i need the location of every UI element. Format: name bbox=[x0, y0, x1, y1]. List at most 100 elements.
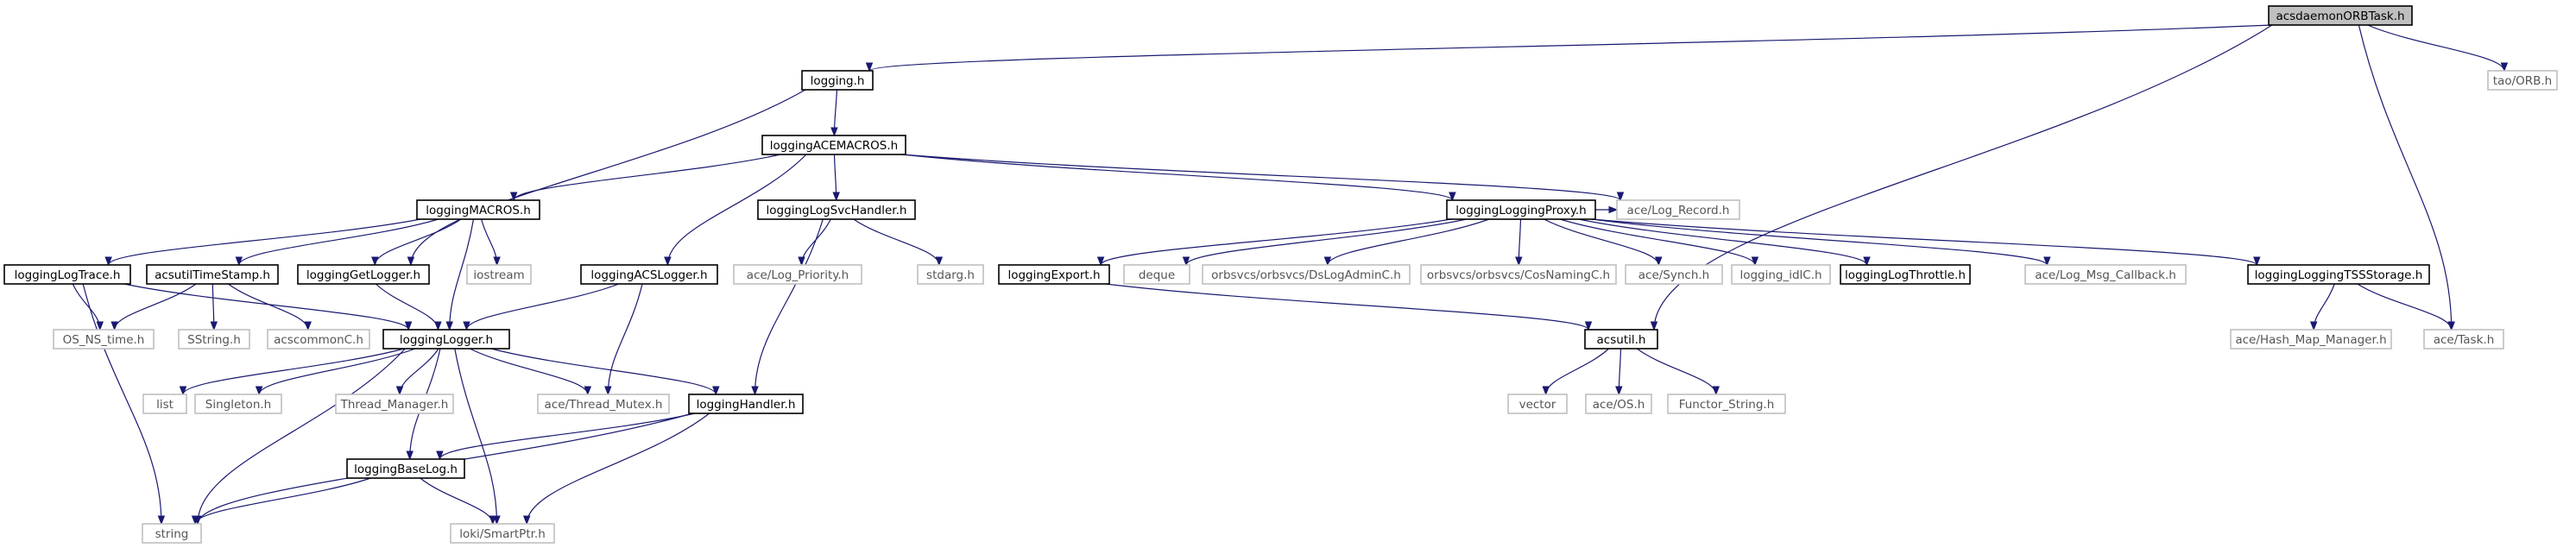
node-label-singleton: Singleton.h bbox=[205, 398, 271, 412]
node-deque: deque bbox=[1123, 264, 1190, 285]
node-label-dslog: orbsvcs/orbsvcs/DsLogAdminC.h bbox=[1211, 268, 1401, 282]
node-box-logpriority bbox=[733, 264, 862, 285]
node-box-dslog bbox=[1202, 264, 1411, 285]
edge-svchandler-to-logpriority bbox=[800, 218, 831, 266]
edge-macros-to-getlogger bbox=[374, 218, 462, 266]
node-label-acsutil: acsutil.h bbox=[1597, 333, 1646, 347]
arrowhead-proxy-to-deque bbox=[1182, 256, 1190, 267]
arrowhead-acemacros-to-svchandler bbox=[832, 192, 840, 202]
node-threadmgr: Thread_Manager.h bbox=[335, 394, 454, 414]
node-root[interactable]: acsdaemonORBTask.h bbox=[2268, 5, 2413, 26]
arrowhead-proxy-to-cosnaming bbox=[1515, 256, 1523, 267]
arrowhead-svchandler-to-logpriority bbox=[798, 256, 805, 267]
node-label-osns: OS_NS_time.h bbox=[63, 333, 145, 347]
edge-handler-to-baselog bbox=[439, 413, 696, 460]
arrowhead-macros-to-getlogger bbox=[371, 256, 379, 267]
node-box-export bbox=[998, 264, 1110, 285]
arrowhead-logger-to-handler bbox=[712, 386, 720, 396]
edge-baselog-to-string bbox=[194, 477, 371, 525]
node-taoorb: tao/ORB.h bbox=[2487, 70, 2558, 91]
arrowhead-getlogger-to-logger bbox=[434, 321, 442, 331]
node-label-acscommon: acscommonC.h bbox=[274, 333, 363, 347]
node-stdarg: stdarg.h bbox=[917, 264, 984, 285]
arrowhead-baselog-to-string bbox=[191, 515, 199, 526]
edge-svchandler-to-stdarg bbox=[853, 218, 940, 266]
node-logger[interactable]: loggingLogger.h bbox=[382, 329, 510, 350]
edge-proxy-to-tss bbox=[1591, 218, 2257, 266]
edge-baselog-to-smartptr bbox=[420, 477, 494, 525]
node-acemacros[interactable]: loggingACEMACROS.h bbox=[761, 135, 906, 155]
node-box-getlogger bbox=[297, 264, 430, 285]
edges-layer bbox=[72, 24, 2509, 526]
node-label-vector: vector bbox=[1519, 398, 1556, 412]
node-label-svchandler: loggingLogSvcHandler.h bbox=[767, 204, 907, 217]
node-box-msgcallback bbox=[2024, 264, 2187, 285]
node-export[interactable]: loggingExport.h bbox=[998, 264, 1110, 285]
node-proxy[interactable]: loggingLoggingProxy.h bbox=[1446, 199, 1596, 220]
edge-acemacros-to-macros bbox=[513, 154, 781, 201]
arrowhead-acslogger-to-mutex bbox=[604, 386, 612, 396]
node-label-taoorb: tao/ORB.h bbox=[2493, 74, 2553, 88]
node-acslogger[interactable]: loggingACSLogger.h bbox=[580, 264, 718, 285]
node-box-singleton bbox=[194, 394, 282, 414]
arrowhead-logging-to-acemacros bbox=[830, 127, 838, 137]
edge-proxy-to-deque bbox=[1185, 218, 1467, 266]
node-logtrace[interactable]: loggingLogTrace.h bbox=[3, 264, 131, 285]
node-getlogger[interactable]: loggingGetLogger.h bbox=[297, 264, 430, 285]
arrowhead-acsutil-to-vector bbox=[1542, 386, 1550, 396]
node-label-cosnaming: orbsvcs/orbsvcs/CosNamingC.h bbox=[1427, 268, 1610, 282]
node-string: string bbox=[142, 523, 202, 544]
edge-logger-to-string bbox=[197, 348, 406, 525]
edge-acsutil-to-vector bbox=[1545, 348, 1609, 395]
node-timestamp[interactable]: acsutilTimeStamp.h bbox=[146, 264, 279, 285]
node-throttle[interactable]: loggingLogThrottle.h bbox=[1840, 264, 1971, 285]
node-box-acscommon bbox=[267, 329, 370, 350]
edge-svchandler-to-handler bbox=[754, 218, 824, 395]
node-label-timestamp: acsutilTimeStamp.h bbox=[155, 268, 270, 282]
arrowhead-proxy-to-idlc bbox=[1751, 256, 1759, 267]
arrowhead-timestamp-to-sstring bbox=[210, 321, 218, 331]
arrowhead-timestamp-to-osns bbox=[110, 321, 118, 331]
edge-proxy-to-throttle bbox=[1578, 218, 1868, 266]
node-svchandler[interactable]: loggingLogSvcHandler.h bbox=[757, 199, 916, 220]
node-box-acetask bbox=[2423, 329, 2504, 350]
node-aceos: ace/OS.h bbox=[1585, 394, 1652, 414]
edge-export-to-acsutil bbox=[1105, 283, 1589, 331]
node-logpriority: ace/Log_Priority.h bbox=[733, 264, 862, 285]
node-acsutil[interactable]: acsutil.h bbox=[1584, 329, 1658, 350]
node-box-logrecord bbox=[1616, 199, 1740, 220]
arrowhead-baselog-to-smartptr bbox=[489, 515, 497, 526]
node-label-mutex: ace/Thread_Mutex.h bbox=[545, 398, 663, 412]
node-box-idlc bbox=[1731, 264, 1831, 285]
node-cosnaming: orbsvcs/orbsvcs/CosNamingC.h bbox=[1420, 264, 1617, 285]
arrowhead-acsutil-to-aceos bbox=[1615, 386, 1623, 396]
node-box-sstring bbox=[178, 329, 250, 350]
node-box-handler bbox=[688, 394, 804, 414]
arrowhead-tss-to-hashmap bbox=[2309, 321, 2318, 331]
edge-proxy-to-export bbox=[1100, 218, 1451, 266]
node-label-logtrace: loggingLogTrace.h bbox=[15, 268, 121, 282]
node-label-acemacros: loggingACEMACROS.h bbox=[770, 139, 898, 153]
node-box-root bbox=[2268, 5, 2413, 26]
arrowhead-logging-to-getlogger bbox=[407, 256, 415, 267]
node-tss[interactable]: loggingLoggingTSSStorage.h bbox=[2247, 264, 2430, 285]
node-label-aceos: ace/OS.h bbox=[1593, 398, 1645, 412]
edge-tss-to-acetask bbox=[2357, 283, 2453, 331]
arrowhead-acemacros-to-logrecord bbox=[1616, 192, 1625, 202]
node-acetask: ace/Task.h bbox=[2423, 329, 2504, 350]
node-macros[interactable]: loggingMACROS.h bbox=[416, 199, 540, 220]
arrowhead-export-to-acsutil bbox=[1584, 321, 1593, 331]
edge-logger-to-list bbox=[182, 348, 405, 395]
edge-acslogger-to-mutex bbox=[607, 283, 643, 395]
node-sstring: SString.h bbox=[178, 329, 250, 350]
edge-root-to-logging bbox=[868, 24, 2273, 72]
arrowhead-logger-to-threadmgr bbox=[395, 386, 404, 396]
node-synch: ace/Synch.h bbox=[1625, 264, 1723, 285]
node-baselog[interactable]: loggingBaseLog.h bbox=[346, 458, 465, 479]
node-osns: OS_NS_time.h bbox=[53, 329, 155, 350]
arrowhead-proxy-to-msgcallback bbox=[2043, 256, 2051, 267]
node-handler[interactable]: loggingHandler.h bbox=[688, 394, 804, 414]
node-idlc: logging_idlC.h bbox=[1731, 264, 1831, 285]
node-logging[interactable]: logging.h bbox=[801, 70, 874, 91]
arrowhead-logtrace-to-string bbox=[157, 515, 166, 526]
